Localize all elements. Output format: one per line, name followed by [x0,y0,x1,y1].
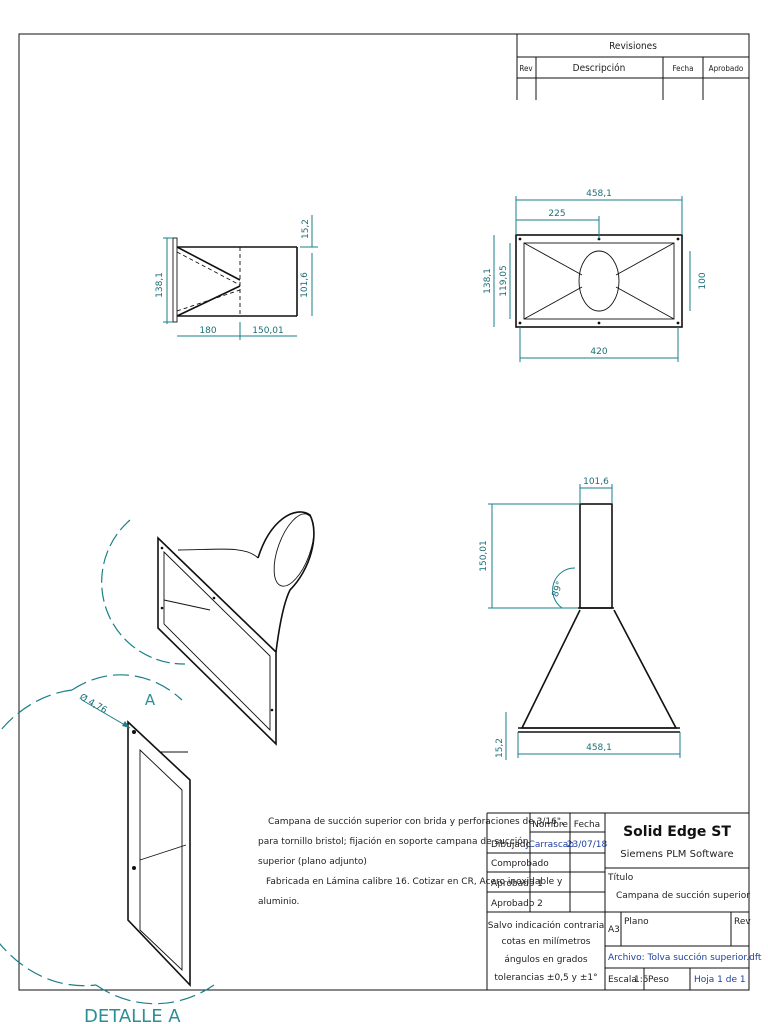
tb-approved2-label: Aprobado 2 [491,899,543,909]
tb-tol-2: cotas en milímetros [502,937,591,947]
sheet-border [18,33,750,991]
tb-file: Archivo: Tolva succión superior.dft [608,952,762,963]
front-dim-top: 101,6 [583,477,609,487]
detail-letter: A [145,691,156,709]
front-dim-height: 150,01 [479,540,489,572]
side-view: 138,1 180 150,01 15,2 101,6 [155,215,318,340]
side-dim-top: 15,2 [301,219,311,239]
rev-col-description: Descripción [573,62,626,74]
front-view: 101,6 150,01 89° 15,2 458,1 [479,477,681,760]
tb-size: A3 [608,925,620,935]
note-line-4: Fabricada en Lámina calibre 16. Cotizar … [266,877,563,887]
side-dim-right: 150,01 [252,326,284,336]
tb-title-label: Título [607,873,634,883]
front-dim-base: 458,1 [586,743,612,753]
top-dim-hole: 100 [698,272,708,289]
side-dim-height: 138,1 [155,272,165,298]
tb-checked-label: Comprobado [491,859,549,869]
side-dim-outlet: 101,6 [300,272,310,298]
title-block: Nombre Fecha Dibujado JCarrascab 23/07/1… [486,812,762,990]
note-line-2: para tornillo bristol; fijación en sopor… [258,836,528,847]
tb-tol-4: tolerancias ±0,5 y ±1° [494,973,597,983]
tb-scale-value: 1:5 [634,975,648,985]
tb-col-name: Nombre [532,820,568,830]
tb-drawn-label: Dibujado [491,840,532,850]
tb-approved1-label: Aprobado 1 [491,879,543,889]
tb-plan-label: Plano [624,917,649,927]
tb-weight-label: Peso [648,975,669,985]
tb-drawn-name: JCarrascab [525,840,574,850]
tb-col-date: Fecha [574,820,600,830]
tb-scale-label: Escala [608,975,637,985]
detail-a: Ø 4,76 A DETALLE A [0,674,215,1024]
note-line-3: superior (plano adjunto) [258,857,367,867]
top-dim-h-outer: 138,1 [483,268,493,294]
detail-title: DETALLE A [84,1006,181,1024]
tb-tol-1: Salvo indicación contraria [488,920,604,931]
top-dim-inner: 420 [590,347,607,357]
notes: Campana de succión superior con brida y … [258,816,564,907]
tb-drawn-date: 23/07/18 [567,840,608,850]
top-view: 458,1 225 420 138,1 119,05 100 [483,189,708,362]
isometric-view [101,511,315,746]
note-line-5: aluminio. [258,897,299,907]
top-dim-h-inner: 119,05 [499,265,509,297]
rev-col-date: Fecha [672,64,693,73]
tb-company: Siemens PLM Software [620,849,733,860]
front-dim-flange: 15,2 [495,738,505,758]
rev-col-rev: Rev [519,64,533,73]
side-dim-left: 180 [199,326,216,336]
rev-col-approved: Aprobado [709,64,744,73]
front-dim-angle: 89° [551,580,566,598]
revisions-title: Revisiones [609,41,657,52]
detail-hole-dim: Ø 4,76 [78,692,110,717]
tb-tol-3: ángulos en grados [504,955,587,965]
tb-rev-label: Rev [734,917,751,927]
revisions-table: Revisiones Rev Descripción Fecha Aprobad… [516,34,749,100]
top-dim-total: 458,1 [586,189,612,199]
tb-title-value: Campana de succión superior [616,890,750,901]
top-dim-half: 225 [548,209,565,219]
tb-sheet: Hoja 1 de 1 [694,975,746,985]
tb-brand: Solid Edge ST [623,824,731,840]
note-line-1: Campana de succión superior con brida y … [268,816,564,827]
